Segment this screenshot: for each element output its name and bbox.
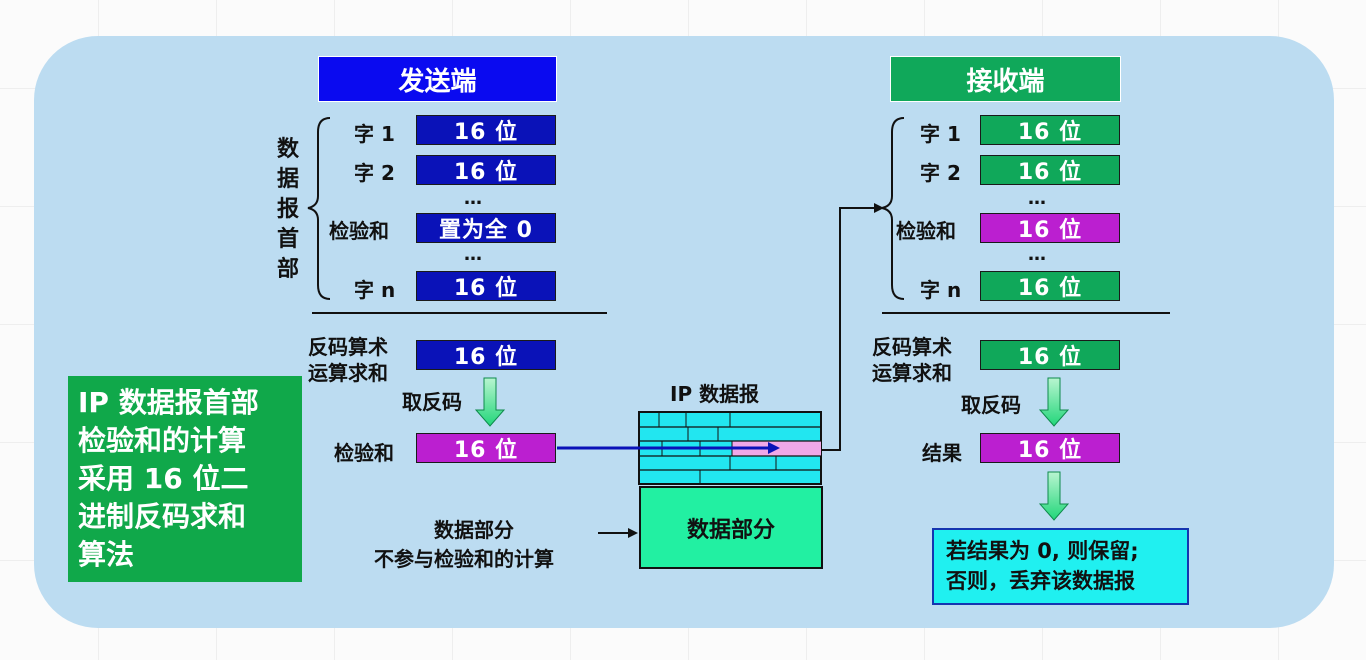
receiver-row-label: 字 2 bbox=[920, 161, 961, 185]
sender-row-label: 字 2 bbox=[354, 161, 395, 185]
receiver-ellipsis-2: … bbox=[1028, 244, 1046, 265]
sender-row-label: 检验和 bbox=[329, 219, 389, 243]
sender-down-arrow bbox=[474, 377, 506, 427]
sender-title: 发送端 bbox=[318, 56, 557, 102]
summary-line: 检验和的计算 bbox=[78, 424, 247, 457]
decision-box: 若结果为 0, 则保留; 否则，丢弃该数据报 bbox=[932, 528, 1189, 605]
sender-complement-label: 取反码 bbox=[402, 390, 462, 414]
receiver-down-arrow-1 bbox=[1038, 377, 1070, 427]
receiver-checksum-value: 16 位 bbox=[980, 213, 1120, 243]
sender-ellipsis-1: … bbox=[464, 188, 482, 209]
sender-ellipsis-2: … bbox=[464, 244, 482, 265]
receiver-down-arrow-2 bbox=[1038, 471, 1070, 521]
sender-sum-label-1: 反码算术 bbox=[308, 335, 388, 359]
sender-row-label: 字 1 bbox=[354, 122, 395, 146]
decision-line: 若结果为 0, 则保留; bbox=[946, 539, 1139, 563]
receiver-row-value: 16 位 bbox=[980, 115, 1120, 145]
summary-line: 进制反码求和 bbox=[78, 500, 247, 533]
datagram-title: IP 数据报 bbox=[670, 382, 760, 406]
sender-row-value: 16 位 bbox=[416, 155, 556, 185]
sender-checksum-zero: 置为全 0 bbox=[416, 213, 556, 243]
receiver-ellipsis-1: … bbox=[1028, 188, 1046, 209]
decision-line: 否则，丢弃该数据报 bbox=[946, 569, 1135, 593]
brace-char: 数 bbox=[276, 137, 299, 162]
summary-line: 采用 16 位二 bbox=[78, 462, 249, 495]
datagram-data-part: 数据部分 bbox=[639, 486, 823, 569]
sender-sum-label-2: 运算求和 bbox=[308, 361, 388, 385]
sender-checksum-value: 16 位 bbox=[416, 433, 556, 463]
receiver-result-value: 16 位 bbox=[980, 433, 1120, 463]
summary-line: IP 数据报首部 bbox=[78, 386, 259, 419]
receiver-result-label: 结果 bbox=[922, 441, 962, 465]
receiver-row-label: 检验和 bbox=[896, 219, 956, 243]
receiver-complement-label: 取反码 bbox=[961, 393, 1021, 417]
receiver-row-label: 字 n bbox=[920, 278, 962, 302]
sender-sum-value: 16 位 bbox=[416, 340, 556, 370]
datagram-to-receiver-line bbox=[821, 207, 878, 451]
brace-char: 首 bbox=[276, 227, 299, 252]
brace-char: 报 bbox=[276, 197, 299, 222]
receiver-row-label: 字 1 bbox=[920, 122, 961, 146]
summary-line: 算法 bbox=[78, 538, 135, 571]
receiver-sum-label-1: 反码算术 bbox=[872, 335, 952, 359]
receiver-sum-label-2: 运算求和 bbox=[872, 361, 952, 385]
sender-row-label: 字 n bbox=[354, 278, 396, 302]
data-note-line-2: 不参与检验和的计算 bbox=[374, 547, 554, 571]
receiver-brace bbox=[881, 117, 905, 300]
brace-char: 部 bbox=[276, 257, 299, 282]
receiver-sum-value: 16 位 bbox=[980, 340, 1120, 370]
sender-row-value: 16 位 bbox=[416, 115, 556, 145]
data-note-line-1: 数据部分 bbox=[434, 518, 514, 542]
sender-brace bbox=[307, 117, 331, 300]
brace-char: 据 bbox=[276, 167, 299, 192]
sender-row-value: 16 位 bbox=[416, 271, 556, 301]
receiver-title: 接收端 bbox=[890, 56, 1121, 102]
summary-box: IP 数据报首部 检验和的计算 采用 16 位二 进制反码求和 算法 bbox=[68, 376, 302, 582]
receiver-row-value: 16 位 bbox=[980, 155, 1120, 185]
sender-checksum-label: 检验和 bbox=[334, 441, 394, 465]
receiver-row-value: 16 位 bbox=[980, 271, 1120, 301]
